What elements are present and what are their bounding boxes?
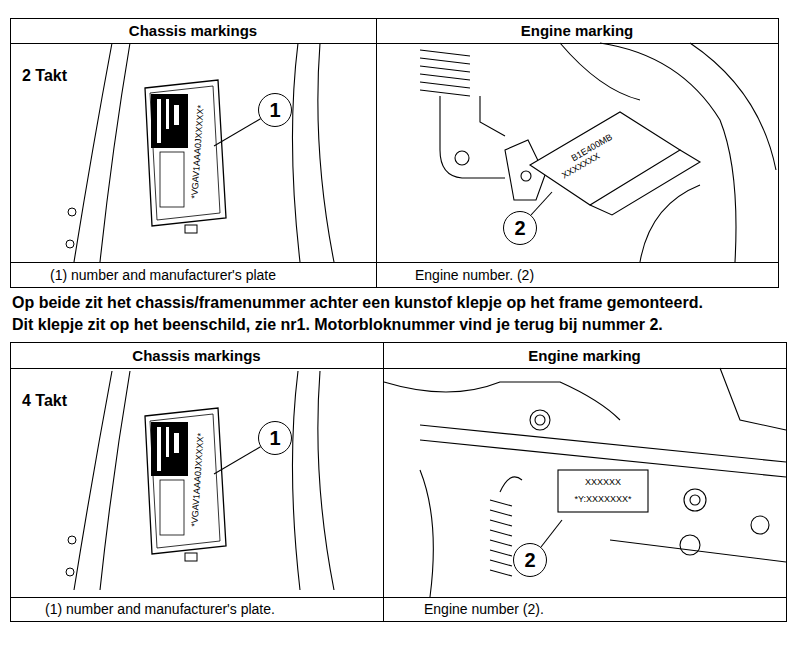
header-cell: Chassis markings [10,18,376,43]
caption-text: Engine number (2). [424,601,544,617]
callout-text: 1 [269,427,280,450]
chassis-drawing [66,43,334,262]
type-label: 4 Takt [22,392,67,410]
caption-cell: (1) number and manufacturer's plate [10,262,376,287]
caption-text: (1) number and manufacturer's plate. [45,601,275,617]
engine-drawing [420,43,776,262]
header-text: Chassis markings [129,22,257,39]
engine-code: XXXXXX [585,476,621,489]
engine-number: *Y:XXXXXXX* [574,493,631,506]
caption-cell: Engine number. (2) [376,262,778,287]
callout-number: 2 [503,211,537,245]
chassis-drawing [66,371,334,590]
header-cell: Chassis markings [10,342,383,368]
header-text: Engine marking [528,347,641,364]
header-text: Engine marking [521,22,634,39]
callout-number: 2 [513,543,547,577]
paragraph-text: Dit klepje zit op het beenschild, zie nr… [12,315,782,335]
caption-text: (1) number and manufacturer's plate [50,267,276,283]
callout-text: 1 [269,99,280,122]
paragraph-text: Op beide zit het chassis/framenummer ach… [12,293,782,313]
callout-number: 1 [258,421,292,455]
header-cell: Engine marking [383,342,786,368]
table-grid [10,18,787,622]
header-cell: Engine marking [376,18,778,43]
callout-text: 2 [524,549,535,572]
callout-text: 2 [514,217,525,240]
caption-cell: (1) number and manufacturer's plate. [10,597,383,621]
caption-cell: Engine number (2). [383,597,786,621]
type-label: 2 Takt [22,67,67,85]
engine-drawing [384,368,786,597]
header-text: Chassis markings [132,347,260,364]
caption-text: Engine number. (2) [415,267,534,283]
callout-number: 1 [258,93,292,127]
